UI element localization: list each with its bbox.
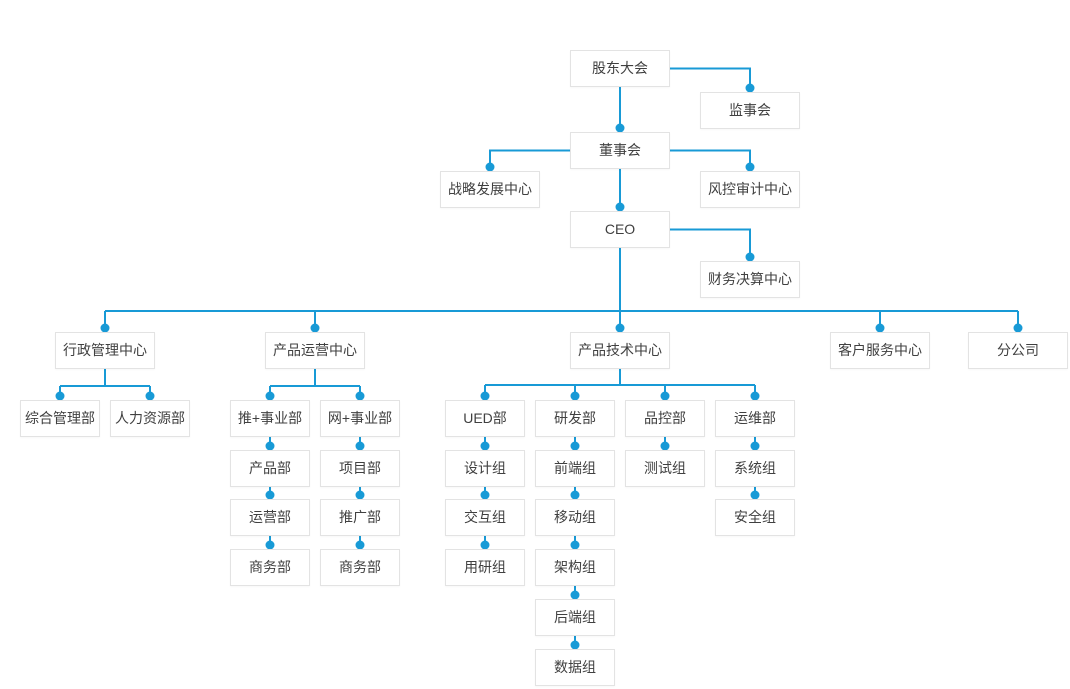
connector-dot [480, 441, 490, 451]
connector-line [489, 149, 570, 167]
connector-dot [745, 83, 755, 93]
org-node-promotion-dept: 推广部 [320, 499, 400, 536]
org-node-general-admin-dept: 综合管理部 [20, 400, 100, 437]
org-node-operations-dept: 运营部 [230, 499, 310, 536]
connector-dot [570, 640, 580, 650]
connector-dot [355, 391, 365, 401]
connector-dot [480, 540, 490, 550]
org-node-shareholders-meeting: 股东大会 [570, 50, 670, 87]
org-node-frontend-team: 前端组 [535, 450, 615, 487]
connector-dot [265, 391, 275, 401]
org-node-board-of-directors: 董事会 [570, 132, 670, 169]
org-node-wang-division: 网+事业部 [320, 400, 400, 437]
connector-dot [745, 162, 755, 172]
org-node-product-ops-center: 产品运营中心 [265, 332, 365, 369]
org-node-project-dept: 项目部 [320, 450, 400, 487]
connector-dot [875, 323, 885, 333]
org-node-business-dept-2: 商务部 [320, 549, 400, 586]
connector-dot [750, 391, 760, 401]
org-node-risk-audit-center: 风控审计中心 [700, 171, 800, 208]
connector-dot [310, 323, 320, 333]
org-node-qc-dept: 品控部 [625, 400, 705, 437]
connector-dot [750, 490, 760, 500]
org-node-system-team: 系统组 [715, 450, 795, 487]
org-node-branch-company: 分公司 [968, 332, 1068, 369]
org-node-architecture-team: 架构组 [535, 549, 615, 586]
org-node-product-dept: 产品部 [230, 450, 310, 487]
org-node-supervisory-board: 监事会 [700, 92, 800, 129]
org-node-rd-dept: 研发部 [535, 400, 615, 437]
connector-dot [750, 441, 760, 451]
connector-dot [485, 162, 495, 172]
connector-dot [355, 490, 365, 500]
connector-dot [660, 391, 670, 401]
org-node-security-team: 安全组 [715, 499, 795, 536]
connector-dot [660, 441, 670, 451]
connector-line [670, 149, 751, 167]
org-node-backend-team: 后端组 [535, 599, 615, 636]
org-node-mobile-team: 移动组 [535, 499, 615, 536]
connector-dot [1013, 323, 1023, 333]
connector-dot [570, 540, 580, 550]
connector-dot [615, 202, 625, 212]
org-node-strategy-center: 战略发展中心 [440, 171, 540, 208]
org-node-ceo: CEO [570, 211, 670, 248]
connector-dot [570, 391, 580, 401]
connector-dot [100, 323, 110, 333]
connector-dot [480, 391, 490, 401]
connector-dot [55, 391, 65, 401]
connector-dot [615, 123, 625, 133]
org-node-om-dept: 运维部 [715, 400, 795, 437]
org-node-ued-dept: UED部 [445, 400, 525, 437]
connector-dot [265, 441, 275, 451]
org-node-test-team: 测试组 [625, 450, 705, 487]
connector-dot [745, 252, 755, 262]
org-node-design-team: 设计组 [445, 450, 525, 487]
org-node-admin-center: 行政管理中心 [55, 332, 155, 369]
connector-line [670, 228, 751, 257]
connector-dot [265, 540, 275, 550]
connector-dot [570, 590, 580, 600]
org-node-tui-division: 推+事业部 [230, 400, 310, 437]
connector-dot [570, 490, 580, 500]
connector-dot [355, 540, 365, 550]
connector-dot [145, 391, 155, 401]
org-node-business-dept-1: 商务部 [230, 549, 310, 586]
org-node-data-team: 数据组 [535, 649, 615, 686]
org-node-interaction-team: 交互组 [445, 499, 525, 536]
org-node-user-research-team: 用研组 [445, 549, 525, 586]
connector-dot [265, 490, 275, 500]
connector-dot [480, 490, 490, 500]
org-node-hr-dept: 人力资源部 [110, 400, 190, 437]
connector-dot [615, 323, 625, 333]
connector-dot [570, 441, 580, 451]
org-node-finance-center: 财务决算中心 [700, 261, 800, 298]
org-node-customer-service-center: 客户服务中心 [830, 332, 930, 369]
org-node-product-tech-center: 产品技术中心 [570, 332, 670, 369]
connector-dot [355, 441, 365, 451]
connector-line [670, 67, 751, 88]
